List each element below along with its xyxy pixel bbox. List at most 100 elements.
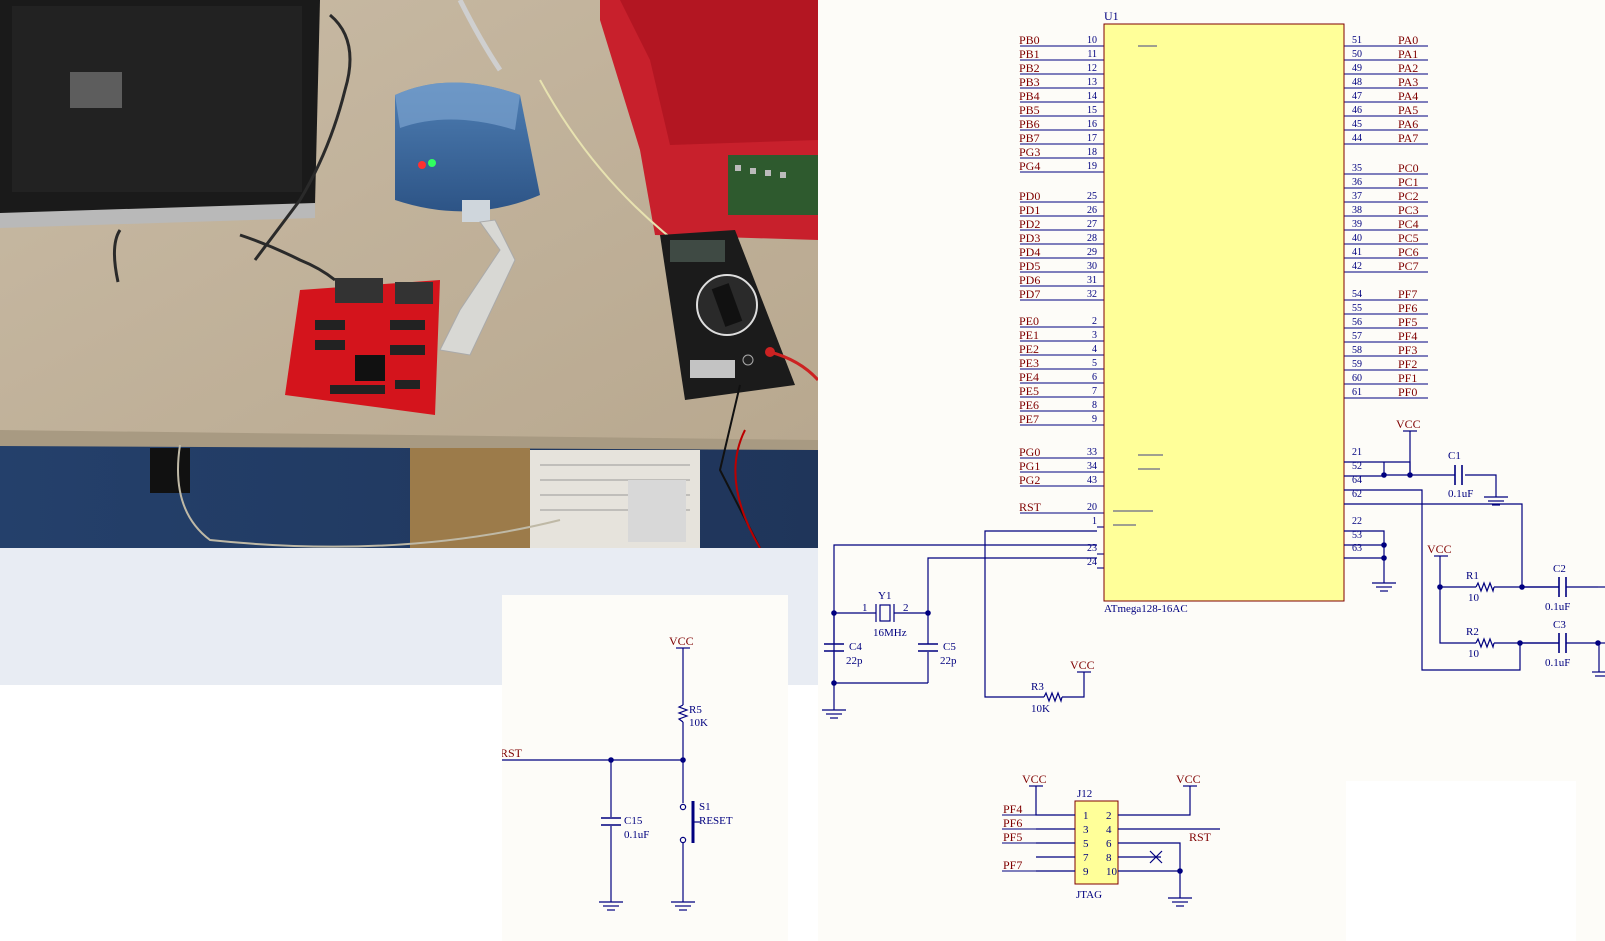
net-label-pf5: PF5 — [1398, 315, 1417, 329]
red-dev-board — [285, 278, 440, 415]
u1-ref: U1 — [1104, 9, 1119, 23]
c5-capacitor — [918, 643, 938, 652]
dev-setup-photo — [0, 0, 818, 548]
net-label-pb6: PB6 — [1019, 117, 1040, 131]
jtag-pin-number: 3 — [1083, 824, 1089, 836]
r2-value: 10 — [1468, 648, 1480, 660]
r5-ref: R5 — [689, 704, 702, 716]
c4-value: 22p — [846, 655, 863, 667]
jtag-pin-number: 7 — [1083, 852, 1089, 864]
net-label-pa4: PA4 — [1398, 89, 1418, 103]
net-label-pb4: PB4 — [1019, 89, 1040, 103]
vcc-label: VCC — [1176, 772, 1201, 786]
pin-number: 27 — [1087, 219, 1097, 230]
pin-number: 15 — [1087, 105, 1097, 116]
net-label-pf1: PF1 — [1398, 371, 1417, 385]
rst-net-label: RST — [502, 746, 523, 760]
pin-number: 57 — [1352, 331, 1362, 342]
net-label-pf6: PF6 — [1398, 301, 1417, 315]
net-label-pd6: PD6 — [1019, 273, 1040, 287]
net-label-pc2: PC2 — [1398, 189, 1419, 203]
pin-number: 21 — [1352, 447, 1362, 458]
pin-number: 2 — [1092, 316, 1097, 327]
net-label-pe0: PE0 — [1019, 314, 1039, 328]
pin-number: 8 — [1092, 400, 1097, 411]
pin-number: 18 — [1087, 147, 1097, 158]
pin-number: 35 — [1352, 163, 1362, 174]
pin-number: 58 — [1352, 345, 1362, 356]
pin-number: 11 — [1087, 49, 1097, 60]
pin-number: 5 — [1092, 358, 1097, 369]
net-label-pa6: PA6 — [1398, 117, 1418, 131]
vcc-label: VCC — [1070, 658, 1095, 672]
pin-number: 51 — [1352, 35, 1362, 46]
net-label-pd7: PD7 — [1019, 287, 1040, 301]
pin-number: 37 — [1352, 191, 1362, 202]
ground-symbol — [1372, 582, 1396, 592]
c3-value: 0.1uF — [1545, 657, 1570, 669]
pin-number: 43 — [1087, 475, 1097, 486]
pin-number: 24 — [1087, 557, 1097, 568]
pin-number: 25 — [1087, 191, 1097, 202]
jtag-pin-number: 4 — [1106, 824, 1112, 836]
pin-number: 6 — [1092, 372, 1097, 383]
net-label-pe6: PE6 — [1019, 398, 1039, 412]
net-label-pd4: PD4 — [1019, 245, 1040, 259]
pin-number: 3 — [1092, 330, 1097, 341]
net-label-pd5: PD5 — [1019, 259, 1040, 273]
pin-number: 50 — [1352, 49, 1362, 60]
net-label-pc5: PC5 — [1398, 231, 1419, 245]
pin-number: 33 — [1087, 447, 1097, 458]
pin-number: 45 — [1352, 119, 1362, 130]
c1-value: 0.1uF — [1448, 488, 1473, 500]
pin-number: 13 — [1087, 77, 1097, 88]
vcc-label: VCC — [1427, 542, 1452, 556]
pin-number: 59 — [1352, 359, 1362, 370]
vcc-label: VCC — [1022, 772, 1047, 786]
y1-value: 16MHz — [873, 627, 907, 639]
net-label-pe4: PE4 — [1019, 370, 1039, 384]
pin-number: 48 — [1352, 77, 1362, 88]
pin-number: 12 — [1087, 63, 1097, 74]
pin-number: 64 — [1352, 475, 1362, 486]
pin-number: 7 — [1092, 386, 1097, 397]
r5-resistor — [677, 704, 689, 723]
junction-dots — [831, 472, 1601, 686]
r3-ref: R3 — [1031, 681, 1044, 693]
net-label-pc7: PC7 — [1398, 259, 1419, 273]
pin-number: 62 — [1352, 489, 1362, 500]
net-label-pe2: PE2 — [1019, 342, 1039, 356]
net-label-pc0: PC0 — [1398, 161, 1419, 175]
y1-crystal — [875, 604, 895, 622]
pin-number: 31 — [1087, 275, 1097, 286]
u1-part: ATmega128-16AC — [1104, 603, 1188, 615]
net-label-pg0: PG0 — [1019, 445, 1040, 459]
jtag-pin-number: 10 — [1106, 866, 1118, 878]
net-label-pf0: PF0 — [1398, 385, 1417, 399]
net-label-pa2: PA2 — [1398, 61, 1418, 75]
net-label-pg3: PG3 — [1019, 145, 1040, 159]
jtag-pin-number: 8 — [1106, 852, 1112, 864]
jtag-net-pf7: PF7 — [1003, 858, 1022, 872]
pin-number: 32 — [1087, 289, 1097, 300]
pin-number: 61 — [1352, 387, 1362, 398]
pin-number: 47 — [1352, 91, 1362, 102]
vcc-label: VCC — [1396, 417, 1421, 431]
y1-pin2: 2 — [903, 602, 909, 614]
s1-ref: S1 — [699, 801, 711, 813]
pin-number: 41 — [1352, 247, 1362, 258]
pin-number: 46 — [1352, 105, 1362, 116]
pin-number: 54 — [1352, 289, 1362, 300]
pin-number: 14 — [1087, 91, 1097, 102]
junction-dot — [680, 757, 686, 763]
net-label-pd0: PD0 — [1019, 189, 1040, 203]
c4-ref: C4 — [849, 641, 862, 653]
r1-value: 10 — [1468, 592, 1480, 604]
c5-value: 22p — [940, 655, 957, 667]
r3-resistor — [1043, 691, 1063, 704]
r1-ref: R1 — [1466, 570, 1479, 582]
net-label-pf3: PF3 — [1398, 343, 1417, 357]
net-label-pf4: PF4 — [1398, 329, 1417, 343]
net-label-pd2: PD2 — [1019, 217, 1040, 231]
net-label-pa7: PA7 — [1398, 131, 1418, 145]
